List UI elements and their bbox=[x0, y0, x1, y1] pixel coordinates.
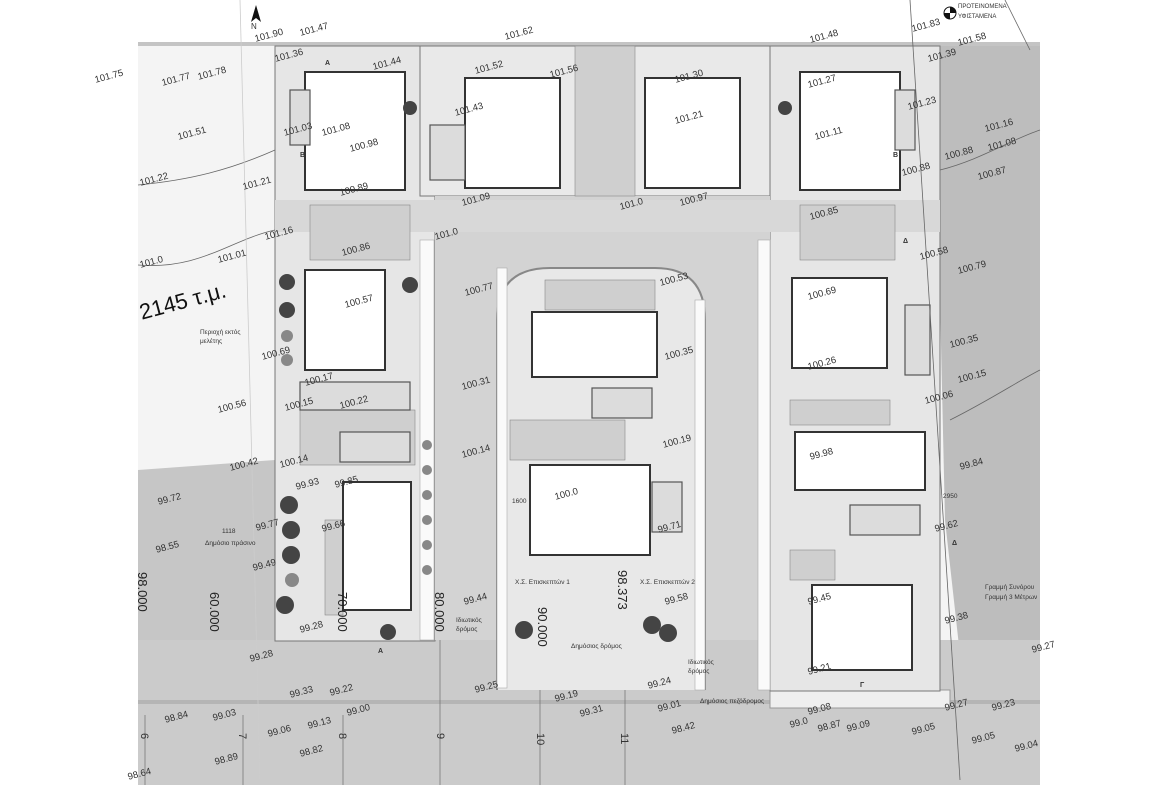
dimension-label: 98.000 bbox=[135, 572, 150, 612]
dimension-label: 60.000 bbox=[207, 592, 222, 632]
house-3 bbox=[644, 77, 741, 189]
section-mark: A bbox=[378, 648, 384, 655]
section-mark: A bbox=[325, 60, 331, 67]
visitor-parking-2-label: Χ.Σ. Επισκεπτών 2 bbox=[640, 579, 695, 586]
dimension-label: 80.000 bbox=[432, 592, 447, 632]
grid-lines bbox=[144, 640, 626, 785]
private-road-label-2: Ιδιωτικός δρόμος bbox=[688, 659, 714, 675]
north-label: N bbox=[251, 22, 257, 31]
house-9 bbox=[794, 431, 926, 491]
public-green-label: Δημόσιο πράσινο bbox=[205, 540, 256, 547]
dimension-label: 90.000 bbox=[535, 607, 550, 647]
road-edge bbox=[138, 700, 1040, 704]
right-neighbour-area bbox=[935, 46, 1040, 700]
north-arrow-icon bbox=[251, 5, 261, 22]
private-road-label-1: Ιδιωτικός δρόμος bbox=[456, 617, 482, 633]
section-mark: B bbox=[893, 152, 899, 159]
visitor-parking-1-label: Χ.Σ. Επισκεπτών 1 bbox=[515, 579, 570, 586]
grid-label: 10 bbox=[534, 733, 546, 746]
small-trees bbox=[281, 330, 432, 587]
dimension-2950: 2950 bbox=[943, 493, 958, 500]
section-mark: B bbox=[300, 152, 306, 159]
top-boundary bbox=[138, 42, 1040, 46]
legend-existing: ΥΦΙΣΤΑΜΕΝΑ bbox=[958, 14, 997, 20]
contour-lines bbox=[137, 0, 1041, 781]
outside-study-note: Περιοχή εκτός μελέτης bbox=[200, 329, 241, 345]
house-10 bbox=[342, 481, 412, 611]
house-1 bbox=[304, 71, 406, 191]
dimension-label: 70.000 bbox=[335, 592, 350, 632]
public-road-label: Δημόσιος δρόμος bbox=[571, 643, 622, 650]
trees bbox=[276, 101, 792, 642]
grid-label: 11 bbox=[618, 733, 630, 745]
pools bbox=[289, 89, 931, 536]
parcel-number: 1118 bbox=[222, 528, 236, 535]
legend-proposed: ΠΡΟΤΕΙΝΟΜΕΝΑ bbox=[958, 4, 1007, 10]
dimension-1600: 1600 bbox=[512, 498, 527, 505]
section-mark: Δ bbox=[952, 540, 958, 547]
three-meter-line-label: Γραμμή 3 Μέτρων bbox=[985, 594, 1038, 601]
public-footpath bbox=[769, 689, 951, 709]
grid-label: 6 bbox=[138, 733, 150, 740]
houses bbox=[304, 71, 926, 671]
section-mark: Γ bbox=[860, 682, 865, 689]
dimension-label: 98.373 bbox=[615, 570, 630, 610]
house-8 bbox=[791, 277, 888, 369]
section-mark: Δ bbox=[903, 238, 909, 245]
house-11 bbox=[811, 584, 913, 671]
grid-label: 9 bbox=[434, 733, 446, 740]
grid-label: 7 bbox=[236, 733, 248, 740]
house-2 bbox=[464, 77, 561, 189]
boundary-line-label: Γραμμή Συνόρου bbox=[985, 584, 1035, 591]
public-footpath-label: Δημόσιος πεζόδρομος bbox=[700, 698, 765, 705]
house-5 bbox=[304, 269, 386, 371]
house-6 bbox=[531, 311, 658, 378]
house-7 bbox=[529, 464, 651, 556]
grid-label: 8 bbox=[336, 733, 348, 740]
legend-symbol-icon bbox=[943, 6, 957, 20]
